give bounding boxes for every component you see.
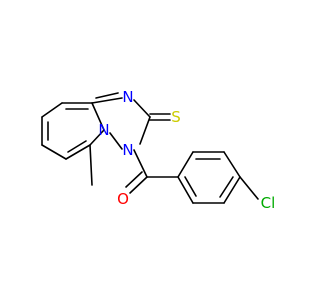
pyridine-ring [41, 102, 105, 160]
bond [91, 102, 105, 131]
bond [139, 116, 151, 145]
carbonyl-bond [125, 171, 143, 188]
bond [184, 176, 197, 197]
bond [133, 99, 151, 118]
atom-label-cl: Cl [261, 194, 276, 212]
bond [67, 140, 87, 153]
atom-label-n-bridge: N [98, 121, 109, 139]
carbonyl-bond [129, 176, 148, 194]
acyl-bond [133, 149, 148, 178]
s-thione-label: S [171, 108, 181, 126]
n-bridge-label: N [98, 121, 109, 139]
chlorine-bond [239, 176, 259, 200]
atom-label-o-carbonyl: O [117, 190, 129, 208]
atom-label-s-thione: S [171, 108, 181, 126]
bond [177, 151, 194, 178]
bond [41, 144, 67, 160]
bond [223, 176, 241, 204]
chlorine-label: Cl [261, 194, 276, 212]
atom-label-n-acyl: N [122, 141, 133, 159]
bond [41, 102, 63, 118]
triazole-ring [91, 92, 151, 150]
bond [91, 97, 123, 104]
n-imine-label: N [122, 88, 133, 106]
n-acyl-label: N [122, 141, 133, 159]
bond [109, 132, 123, 150]
methyl-bond [89, 144, 93, 186]
bond [95, 92, 119, 99]
o-carbonyl-label: O [117, 190, 129, 208]
chlorophenyl-ring [177, 151, 241, 204]
bond [89, 129, 105, 146]
molecule-structure-diagram: N N N S O Cl [41, 88, 276, 212]
bond [65, 144, 91, 160]
bond [219, 176, 234, 198]
atom-label-n-imine: N [122, 88, 133, 106]
bond [177, 176, 194, 204]
bond [223, 151, 241, 178]
